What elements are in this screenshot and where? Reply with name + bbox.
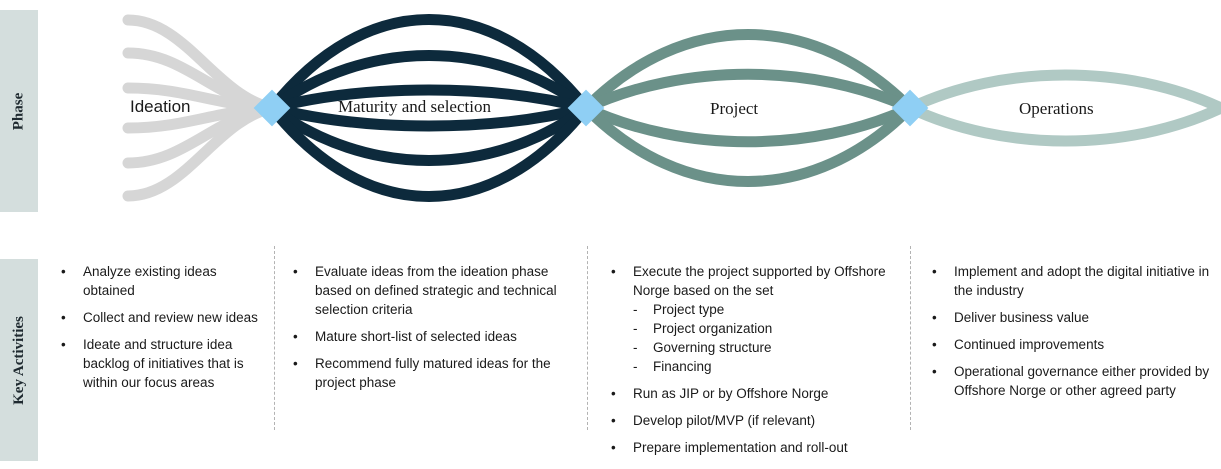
key-activities-row-label: Key Activities [0,259,38,461]
activity-item: Execute the project supported by Offshor… [611,262,906,300]
activity-item: Implement and adopt the digital initiati… [932,262,1212,300]
phase-strand [582,104,914,187]
phase-row-label: Phase [0,10,38,212]
phase-strand [268,103,590,166]
phase-project-label: Project [710,99,759,118]
activities-ideation: Analyze existing ideas obtainedCollect a… [61,262,266,400]
activity-subitem: Financing [611,357,906,376]
activity-item: Run as JIP or by Offshore Norge [611,384,906,403]
activities-project: Execute the project supported by Offshor… [611,262,906,465]
activity-item: Continued improvements [932,335,1212,354]
activity-item: Deliver business value [932,308,1212,327]
activities-list: Implement and adopt the digital initiati… [932,262,1212,400]
activity-item: Collect and review new ideas [61,308,266,327]
diamond-connector [253,89,291,127]
activity-subitem: Governing structure [611,338,906,357]
activity-item: Ideate and structure idea backlog of ini… [61,335,266,392]
activity-item: Mature short-list of selected ideas [293,327,578,346]
phase-strand [270,84,588,114]
phase-strand [267,104,591,202]
project-lens [582,29,914,187]
activity-item: Operational governance either provided b… [932,362,1212,400]
phase-strand [268,50,590,113]
activities-list: Analyze existing ideas obtainedCollect a… [61,262,266,392]
phase-strand [907,69,1221,113]
activity-item: Evaluate ideas from the ideation phase b… [293,262,578,319]
activity-item: Develop pilot/MVP (if relevant) [611,411,906,430]
diamond-connector [567,89,605,127]
column-divider [587,246,588,430]
phase-connectors [253,89,929,127]
activities-list: Execute the project supported by Offshor… [611,262,906,457]
phase-strand [582,29,914,112]
activity-subitem: Project type [611,300,906,319]
key-activities-label-text: Key Activities [10,315,27,405]
activity-item: Recommend fully matured ideas for the pr… [293,354,578,392]
operations-lens [907,69,1221,147]
activity-item: Prepare implementation and roll-out [611,438,906,457]
maturity-lens [267,14,591,202]
phase-strand [267,14,591,112]
activities-maturity: Evaluate ideas from the ideation phase b… [293,262,578,400]
phase-operations-label: Operations [1019,99,1094,118]
diamond-connector [891,89,929,127]
ideation-fan [122,14,278,202]
phase-ideation-label: Ideation [130,97,191,116]
phase-strand [270,102,588,132]
activities-operations: Implement and adopt the digital initiati… [932,262,1212,408]
phase-strand [122,102,278,202]
activity-item: Analyze existing ideas obtained [61,262,266,300]
phase-maturity-label: Maturity and selection [338,97,491,116]
activities-list: Evaluate ideas from the ideation phase b… [293,262,578,392]
column-divider [274,246,275,430]
activity-subitem: Project organization [611,319,906,338]
phase-strand [583,103,913,148]
column-divider [910,246,911,430]
phase-flow-diagram [122,14,1221,202]
phase-strand [907,103,1221,147]
phase-strand [583,68,913,113]
